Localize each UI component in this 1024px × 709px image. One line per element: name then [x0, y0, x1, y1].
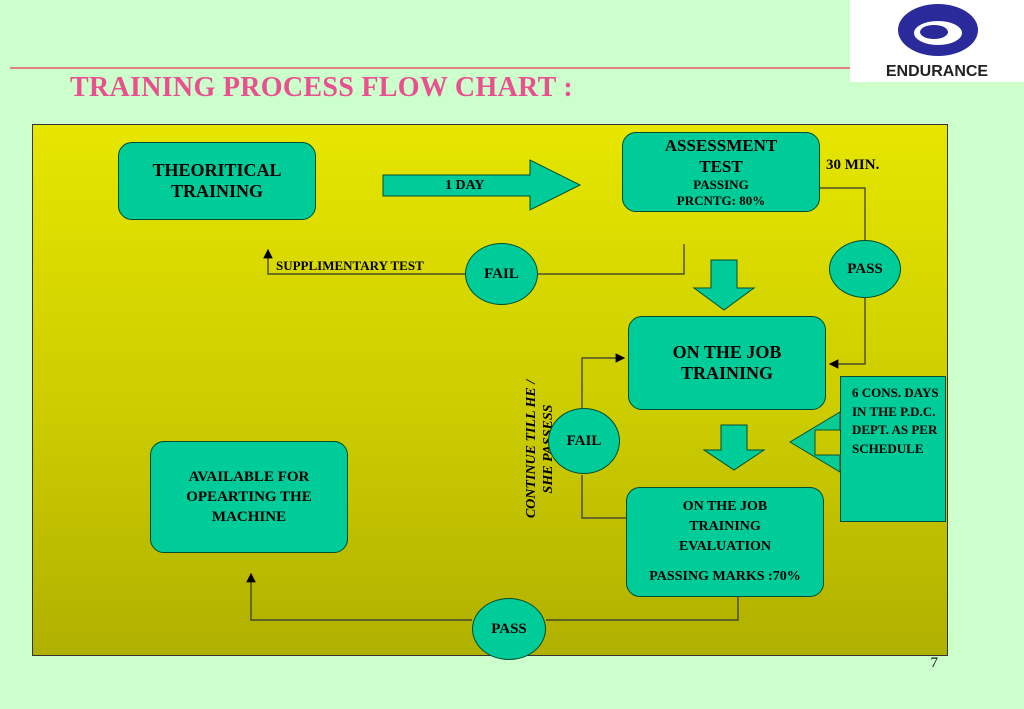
- on-the-job-training-label: ON THE JOB TRAINING: [672, 342, 782, 383]
- on-the-job-training-box: ON THE JOB TRAINING: [628, 316, 826, 410]
- pass-ellipse-2: PASS: [472, 598, 546, 660]
- cons-days-label: 6 CONS. DAYS IN THE P.D.C. DEPT. AS PER …: [852, 385, 939, 456]
- one-day-label: 1 DAY: [445, 178, 485, 193]
- logo-text: ENDURANCE: [886, 63, 989, 80]
- assessment-test-box: ASSESSMENT TEST PASSING PRCNTG: 80%: [622, 132, 820, 212]
- fail-label-1: FAIL: [484, 265, 519, 282]
- page-title: TRAINING PROCESS FLOW CHART :: [70, 72, 573, 103]
- evaluation-title: ON THE JOB TRAINING EVALUATION: [678, 499, 772, 554]
- fail-ellipse-2: FAIL: [548, 408, 620, 474]
- available-box: AVAILABLE FOR OPEARTING THE MACHINE: [150, 441, 348, 553]
- fail-label-2: FAIL: [566, 432, 602, 449]
- endurance-logo-icon: ENDURANCE: [886, 4, 989, 80]
- assessment-title: ASSESSMENT TEST: [664, 136, 778, 176]
- pass-label-1: PASS: [847, 260, 883, 277]
- duration-label: 30 MIN.: [826, 157, 880, 173]
- pass-ellipse-1: PASS: [829, 240, 901, 298]
- header-divider: [10, 67, 858, 69]
- logo: ENDURANCE: [850, 0, 1024, 82]
- evaluation-sub: PASSING MARKS :70%: [649, 569, 801, 584]
- page-number: 7: [930, 655, 939, 671]
- available-label: AVAILABLE FOR OPEARTING THE MACHINE: [186, 469, 312, 525]
- theoretical-training-label: THEORITICAL TRAINING: [152, 160, 282, 201]
- fail-ellipse-1: FAIL: [465, 243, 538, 305]
- cons-days-box: 6 CONS. DAYS IN THE P.D.C. DEPT. AS PER …: [840, 376, 946, 522]
- evaluation-box: ON THE JOB TRAINING EVALUATION PASSING M…: [626, 487, 824, 597]
- theoretical-training-box: THEORITICAL TRAINING: [118, 142, 316, 220]
- supplementary-label: SUPPLIMENTARY TEST: [276, 258, 424, 273]
- pass-label-2: PASS: [491, 620, 527, 637]
- assessment-sub: PASSING PRCNTG: 80%: [676, 177, 766, 208]
